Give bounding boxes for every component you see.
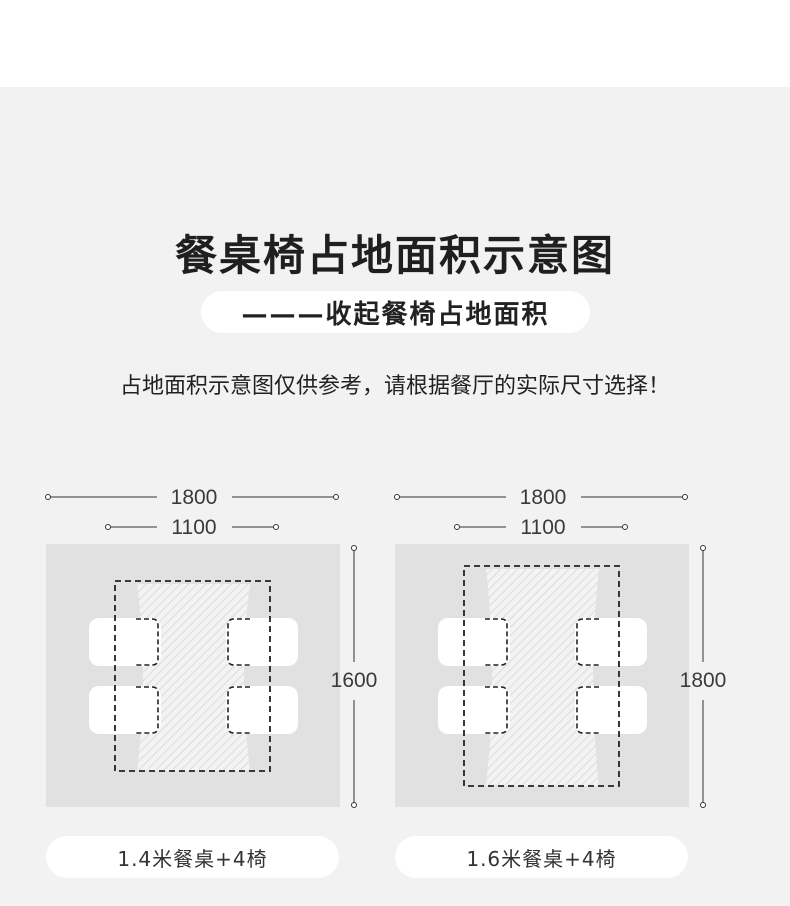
caption-2: 1.6米餐桌+4椅 bbox=[466, 846, 617, 871]
inner-width-label-2: 1100 bbox=[520, 516, 565, 539]
caption-pill-2: 1.6米餐桌+4椅 bbox=[395, 836, 688, 878]
depth-label-2: 1800 bbox=[680, 669, 727, 692]
chair-seat-outline-2c bbox=[576, 618, 599, 666]
inner-width-dimension-1: 1100 bbox=[105, 516, 279, 539]
table-shape-1 bbox=[137, 584, 250, 771]
chair-seat-outline-1a bbox=[136, 618, 159, 666]
outer-width-dimension-2: 1800 bbox=[394, 486, 688, 509]
caption-pill-1: 1.4米餐桌+4椅 bbox=[46, 836, 339, 878]
depth-dimension-2: 1800 bbox=[680, 545, 727, 808]
chair-seat-outline-1b bbox=[136, 686, 159, 734]
table-shape-2 bbox=[486, 569, 599, 786]
chair-seat-outline-1d bbox=[227, 686, 250, 734]
chair-2-bottom-right bbox=[575, 686, 647, 734]
outer-width-dimension-1: 1800 bbox=[45, 486, 339, 509]
inner-width-label-1: 1100 bbox=[171, 516, 216, 539]
chair-1-bottom-left bbox=[89, 686, 161, 734]
chair-2-bottom-left bbox=[438, 686, 510, 734]
subtitle-text: ———收起餐椅占地面积 bbox=[241, 299, 550, 330]
caption-1: 1.4米餐桌+4椅 bbox=[117, 846, 268, 871]
chair-1-bottom-right bbox=[226, 686, 298, 734]
diagram-2: 1800 1100 1800 bbox=[394, 486, 727, 808]
outer-width-label-1: 1800 bbox=[171, 486, 218, 509]
inner-width-dimension-2: 1100 bbox=[454, 516, 628, 539]
disclaimer-note: 占地面积示意图仅供参考，请根据餐厅的实际尺寸选择！ bbox=[119, 374, 670, 399]
diagram-1: 1800 1100 1600 bbox=[45, 486, 378, 808]
chair-2-top-right bbox=[575, 618, 647, 666]
page-title: 餐桌椅占地面积示意图 bbox=[174, 231, 615, 280]
chair-seat-outline-2b bbox=[485, 686, 508, 734]
footprint-boundary-2 bbox=[463, 565, 620, 787]
chair-seat-outline-2d bbox=[576, 686, 599, 734]
chair-2-top-left bbox=[438, 618, 510, 666]
subtitle-pill: ———收起餐椅占地面积 bbox=[201, 291, 590, 333]
chair-seat-outline-2a bbox=[485, 618, 508, 666]
depth-label-1: 1600 bbox=[331, 669, 378, 692]
footprint-boundary-1 bbox=[114, 580, 271, 772]
outer-width-label-2: 1800 bbox=[520, 486, 567, 509]
chair-seat-outline-1c bbox=[227, 618, 250, 666]
depth-dimension-1: 1600 bbox=[331, 545, 378, 808]
chair-1-top-right bbox=[226, 618, 298, 666]
chair-1-top-left bbox=[89, 618, 161, 666]
